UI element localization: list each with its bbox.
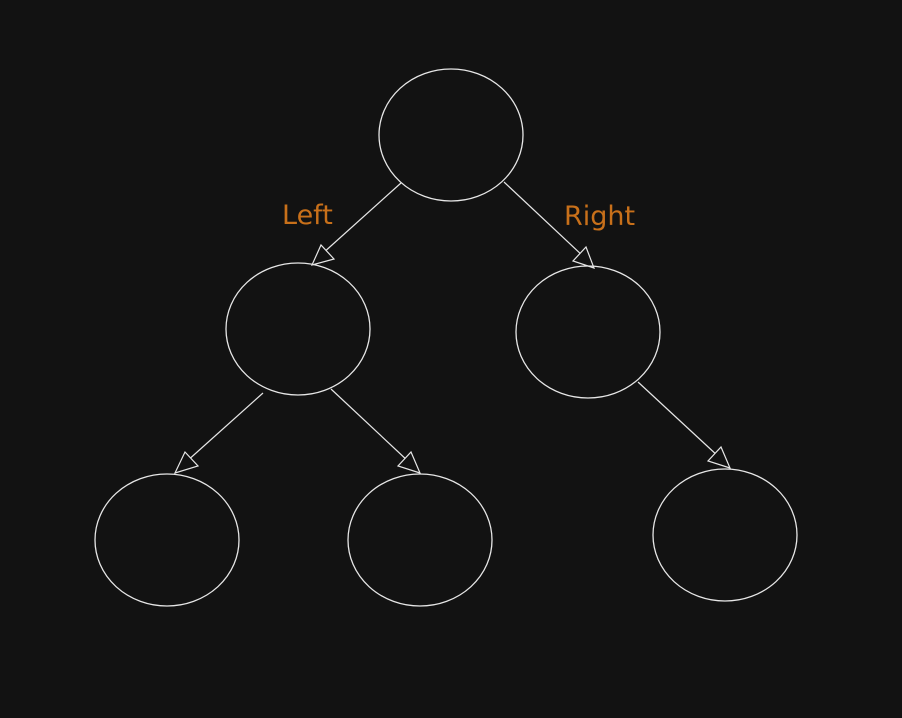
arrowhead-icon bbox=[310, 243, 336, 266]
tree-node-left-right bbox=[347, 473, 493, 607]
tree-node-right-right bbox=[652, 468, 798, 602]
arrowhead-icon bbox=[571, 245, 596, 269]
nodes-layer bbox=[94, 68, 798, 607]
edge-line bbox=[503, 181, 585, 258]
edge-line bbox=[637, 381, 720, 458]
edge-line bbox=[185, 392, 264, 463]
tree-node-root bbox=[378, 68, 524, 202]
labels-layer: Left Right bbox=[282, 200, 635, 232]
tree-node-left-left bbox=[94, 473, 240, 607]
edge-root-left bbox=[310, 182, 402, 266]
edge-line bbox=[321, 182, 402, 255]
tree-node-left bbox=[225, 262, 371, 396]
edge-label-right: Right bbox=[564, 201, 635, 232]
edge-left-leftleft bbox=[173, 392, 264, 474]
edge-right-rightright bbox=[637, 381, 732, 469]
edge-left-leftright bbox=[330, 388, 422, 474]
edge-root-right bbox=[503, 181, 596, 269]
edges-layer bbox=[173, 181, 732, 474]
arrowhead-icon bbox=[706, 445, 732, 469]
edge-line bbox=[330, 388, 410, 463]
arrowhead-icon bbox=[173, 450, 200, 474]
arrowhead-icon bbox=[396, 450, 422, 474]
tree-node-right bbox=[515, 265, 661, 399]
edge-label-left: Left bbox=[282, 200, 333, 231]
